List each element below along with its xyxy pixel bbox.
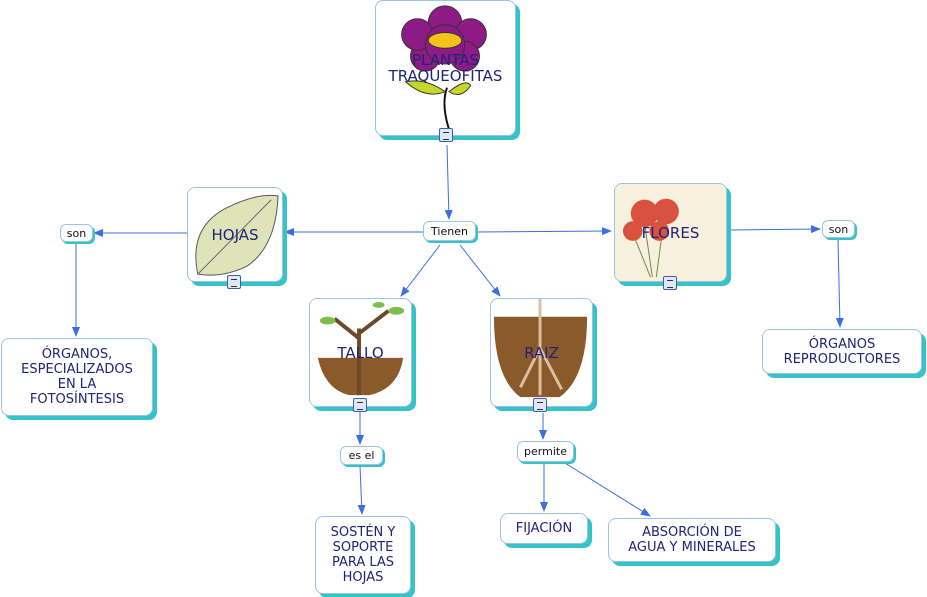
concept-hojas[interactable]: HOJAS [187, 187, 283, 282]
document-icon[interactable] [663, 276, 677, 290]
link-line [564, 462, 651, 517]
document-icon[interactable] [227, 275, 241, 289]
document-icon[interactable] [439, 128, 453, 142]
concept-label: FLORES [641, 223, 700, 242]
root-image [493, 299, 588, 398]
concept-raiz[interactable]: RAIZ [490, 298, 593, 407]
concept-label: TALLO [337, 343, 384, 362]
concept-label: FIJACIÓN [515, 521, 573, 536]
concept-label: ÓRGANOS REPRODUCTORES [783, 336, 901, 367]
concept-absorcion[interactable]: ABSORCIÓN DE AGUA Y MINERALES [608, 518, 776, 562]
link-line [459, 244, 501, 297]
concept-organos-reproductores[interactable]: ÓRGANOS REPRODUCTORES [762, 329, 922, 374]
concept-label: ÓRGANOS, ESPECIALIZADOS EN LA FOTOSÍNTES… [21, 347, 133, 407]
leaf-image [195, 194, 279, 276]
link-line [357, 465, 366, 515]
link-line [728, 225, 821, 234]
concept-label: RAIZ [524, 343, 559, 362]
concept-tallo[interactable]: TALLO [309, 298, 412, 407]
concept-fijacion[interactable]: FIJACIÓN [500, 513, 588, 544]
link-label-tienen[interactable]: Tienen [423, 221, 476, 241]
link-line [400, 244, 441, 297]
concept-plantas-traqueofitas[interactable]: PLANTAS TRAQUEOFITAS [375, 0, 516, 136]
document-icon[interactable] [533, 398, 547, 412]
concept-label: SOSTÉN Y SOPORTE PARA LAS HOJAS [330, 525, 396, 585]
flower-image [401, 5, 487, 130]
link-line [476, 227, 612, 236]
concept-flores[interactable]: FLORES [614, 183, 727, 282]
stem-image [317, 302, 405, 396]
concept-sosten[interactable]: SOSTÉN Y SOPORTE PARA LAS HOJAS [315, 516, 411, 594]
link-label-permite[interactable]: permite [517, 441, 574, 462]
concept-label: ABSORCIÓN DE AGUA Y MINERALES [628, 525, 756, 555]
link-label-es-el[interactable]: es el [340, 446, 383, 465]
concept-label: PLANTAS TRAQUEOFITAS [388, 51, 503, 85]
concept-organos-fotosintesis[interactable]: ÓRGANOS, ESPECIALIZADOS EN LA FOTOSÍNTES… [1, 338, 153, 416]
link-line [835, 238, 844, 328]
link-label-son[interactable]: son [60, 224, 93, 242]
concept-label: HOJAS [211, 225, 259, 244]
link-label-son[interactable]: son [822, 220, 855, 238]
document-icon[interactable] [353, 398, 367, 412]
flowers-image [615, 184, 726, 281]
link-line [444, 144, 453, 220]
